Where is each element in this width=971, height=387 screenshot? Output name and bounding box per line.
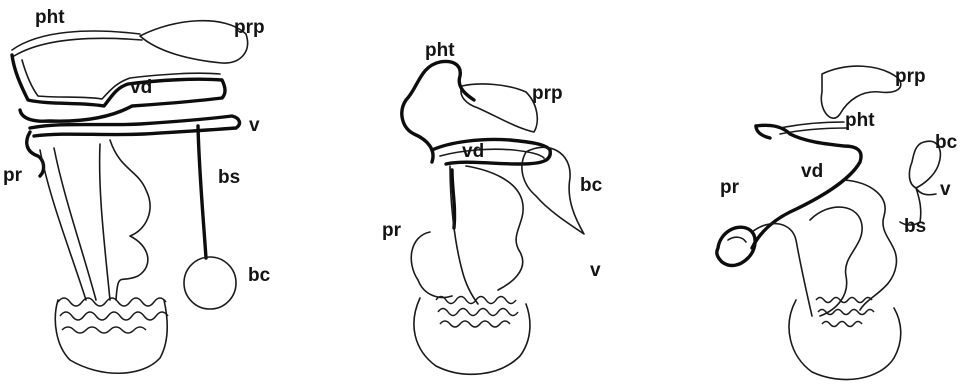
middle-bursa-copulatrix bbox=[522, 147, 584, 234]
left-vas-deferens bbox=[12, 55, 225, 121]
right-label-bc: bc bbox=[935, 132, 958, 153]
left-spermoviduct bbox=[40, 148, 96, 300]
figure-left: pht prp vd v pr bs bc bbox=[3, 7, 271, 373]
figure-right: prp pht bc vd pr v bs bbox=[717, 66, 958, 380]
right-label-vd: vd bbox=[801, 161, 823, 182]
middle-albumen-gland bbox=[411, 232, 452, 297]
right-label-pr: pr bbox=[720, 177, 740, 198]
left-digestive-gland bbox=[55, 300, 167, 373]
middle-digestive-gland bbox=[414, 298, 530, 374]
middle-spermoviduct bbox=[450, 166, 523, 304]
right-vas-deferens bbox=[752, 125, 861, 248]
left-label-bc: bc bbox=[248, 265, 271, 286]
middle-label-prp: prp bbox=[532, 83, 563, 104]
right-label-pht: pht bbox=[845, 110, 875, 131]
figure-middle: pht prp vd bc pr v bbox=[382, 40, 603, 374]
left-bursa-stalk bbox=[198, 126, 206, 258]
right-digestive-gland bbox=[789, 300, 901, 380]
middle-label-pr: pr bbox=[382, 220, 402, 241]
middle-label-v: v bbox=[590, 260, 601, 281]
left-preputium bbox=[140, 21, 248, 63]
right-penis-inner bbox=[728, 237, 746, 242]
right-label-v: v bbox=[940, 179, 951, 200]
left-phallotheca bbox=[12, 31, 142, 56]
middle-label-pht: pht bbox=[425, 40, 455, 61]
middle-label-bc: bc bbox=[580, 175, 603, 196]
right-spermoviduct bbox=[752, 180, 896, 316]
left-label-pr: pr bbox=[3, 165, 23, 186]
left-label-prp: prp bbox=[234, 17, 265, 38]
middle-preputium bbox=[461, 84, 537, 132]
right-penis bbox=[717, 227, 755, 265]
left-label-bs: bs bbox=[218, 167, 240, 188]
left-albumen-gland bbox=[110, 140, 150, 300]
right-vas-deferens-upper bbox=[756, 126, 770, 138]
middle-coiled-duct bbox=[436, 297, 518, 328]
left-bursa-copulatrix bbox=[184, 257, 236, 309]
left-label-v: v bbox=[249, 115, 260, 136]
right-coiled-duct bbox=[816, 298, 874, 327]
left-coiled-duct bbox=[58, 298, 168, 333]
right-label-prp: prp bbox=[895, 66, 926, 87]
middle-vas-deferens bbox=[432, 139, 550, 164]
left-label-vd: vd bbox=[130, 77, 152, 98]
left-prostate-outline bbox=[100, 144, 110, 300]
middle-label-vd: vd bbox=[462, 141, 484, 162]
right-albumen-gland bbox=[810, 207, 862, 316]
left-label-pht: pht bbox=[35, 7, 65, 28]
left-upper-duct bbox=[30, 116, 239, 136]
right-label-bs: bs bbox=[904, 216, 926, 237]
